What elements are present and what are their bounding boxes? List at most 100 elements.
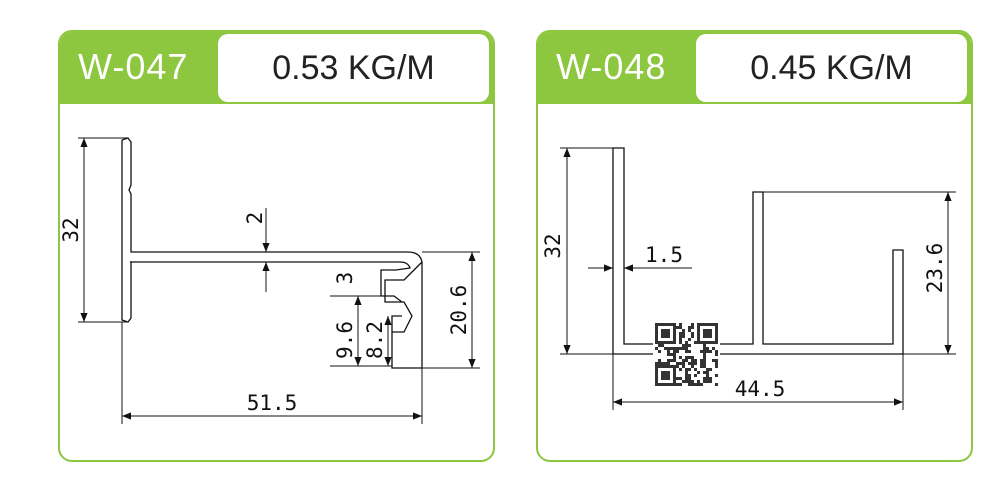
qr-module xyxy=(715,374,718,377)
qr-module xyxy=(679,362,682,365)
qr-module xyxy=(685,341,688,344)
qr-module xyxy=(691,359,694,362)
qr-module xyxy=(697,380,700,383)
qr-module xyxy=(655,335,658,338)
qr-module xyxy=(709,341,712,344)
qr-module xyxy=(667,365,670,368)
qr-module xyxy=(703,341,706,344)
qr-module xyxy=(679,323,682,326)
qr-module xyxy=(706,377,709,380)
qr-module xyxy=(709,323,712,326)
qr-module xyxy=(691,356,694,359)
qr-module xyxy=(667,353,670,356)
qr-module xyxy=(697,341,700,344)
qr-module xyxy=(676,326,679,329)
qr-module xyxy=(658,350,661,353)
qr-module xyxy=(715,365,718,368)
qr-module xyxy=(703,377,706,380)
qr-module xyxy=(676,350,679,353)
qr-module xyxy=(682,380,685,383)
qr-module xyxy=(709,377,712,380)
qr-module xyxy=(715,329,718,332)
qr-module xyxy=(667,329,670,332)
qr-module xyxy=(706,335,709,338)
product-card-w047: W-047 0.53 KG/M xyxy=(58,30,495,462)
qr-module xyxy=(655,338,658,341)
qr-module xyxy=(709,332,712,335)
qr-module xyxy=(661,371,664,374)
qr-module xyxy=(697,371,700,374)
qr-module xyxy=(664,335,667,338)
qr-module xyxy=(712,341,715,344)
qr-module xyxy=(697,338,700,341)
qr-module xyxy=(673,347,676,350)
qr-module xyxy=(673,359,676,362)
qr-module xyxy=(658,362,661,365)
qr-module xyxy=(703,332,706,335)
qr-module xyxy=(685,359,688,362)
qr-module xyxy=(667,335,670,338)
profile-outline xyxy=(121,137,423,369)
qr-module xyxy=(715,332,718,335)
dim-inner-gap-label: 9.6 xyxy=(333,321,357,359)
qr-module xyxy=(661,374,664,377)
product-card-w048: W-048 0.45 KG/M xyxy=(536,30,973,462)
qr-module xyxy=(703,359,706,362)
dimensions-w047 xyxy=(78,137,480,424)
qr-module xyxy=(706,347,709,350)
qr-module xyxy=(682,362,685,365)
qr-module xyxy=(655,377,658,380)
qr-module xyxy=(685,374,688,377)
qr-module xyxy=(658,359,661,362)
qr-module xyxy=(685,371,688,374)
qr-module xyxy=(679,338,682,341)
qr-module xyxy=(703,347,706,350)
qr-module xyxy=(664,323,667,326)
qr-module xyxy=(673,335,676,338)
qr-module xyxy=(715,359,718,362)
qr-module xyxy=(667,377,670,380)
qr-module xyxy=(697,323,700,326)
qr-module xyxy=(673,374,676,377)
qr-module xyxy=(673,338,676,341)
qr-module xyxy=(676,347,679,350)
qr-module xyxy=(691,365,694,368)
qr-module xyxy=(682,344,685,347)
qr-module xyxy=(688,380,691,383)
weight-box: 0.45 KG/M xyxy=(696,34,967,102)
qr-module xyxy=(661,377,664,380)
qr-module xyxy=(706,374,709,377)
qr-module xyxy=(682,359,685,362)
qr-module xyxy=(667,383,670,386)
qr-module xyxy=(667,341,670,344)
qr-module xyxy=(670,359,673,362)
qr-module xyxy=(694,359,697,362)
dim-height-label: 32 xyxy=(541,233,565,258)
qr-module xyxy=(685,380,688,383)
qr-module xyxy=(673,356,676,359)
qr-module xyxy=(685,356,688,359)
qr-module xyxy=(679,347,682,350)
qr-module xyxy=(670,365,673,368)
qr-module xyxy=(679,332,682,335)
profile-w047 xyxy=(121,137,423,369)
qr-module xyxy=(661,332,664,335)
qr-module xyxy=(664,362,667,365)
qr-module xyxy=(706,371,709,374)
qr-module xyxy=(706,368,709,371)
qr-module xyxy=(694,374,697,377)
qr-module xyxy=(655,326,658,329)
qr-module xyxy=(682,335,685,338)
qr-module xyxy=(715,350,718,353)
qr-module xyxy=(664,332,667,335)
qr-module xyxy=(694,383,697,386)
qr-module xyxy=(715,338,718,341)
qr-module xyxy=(697,383,700,386)
qr-module xyxy=(667,362,670,365)
qr-module xyxy=(706,323,709,326)
qr-module xyxy=(688,383,691,386)
qr-module xyxy=(655,341,658,344)
qr-module xyxy=(703,356,706,359)
qr-module xyxy=(703,362,706,365)
qr-module xyxy=(655,383,658,386)
